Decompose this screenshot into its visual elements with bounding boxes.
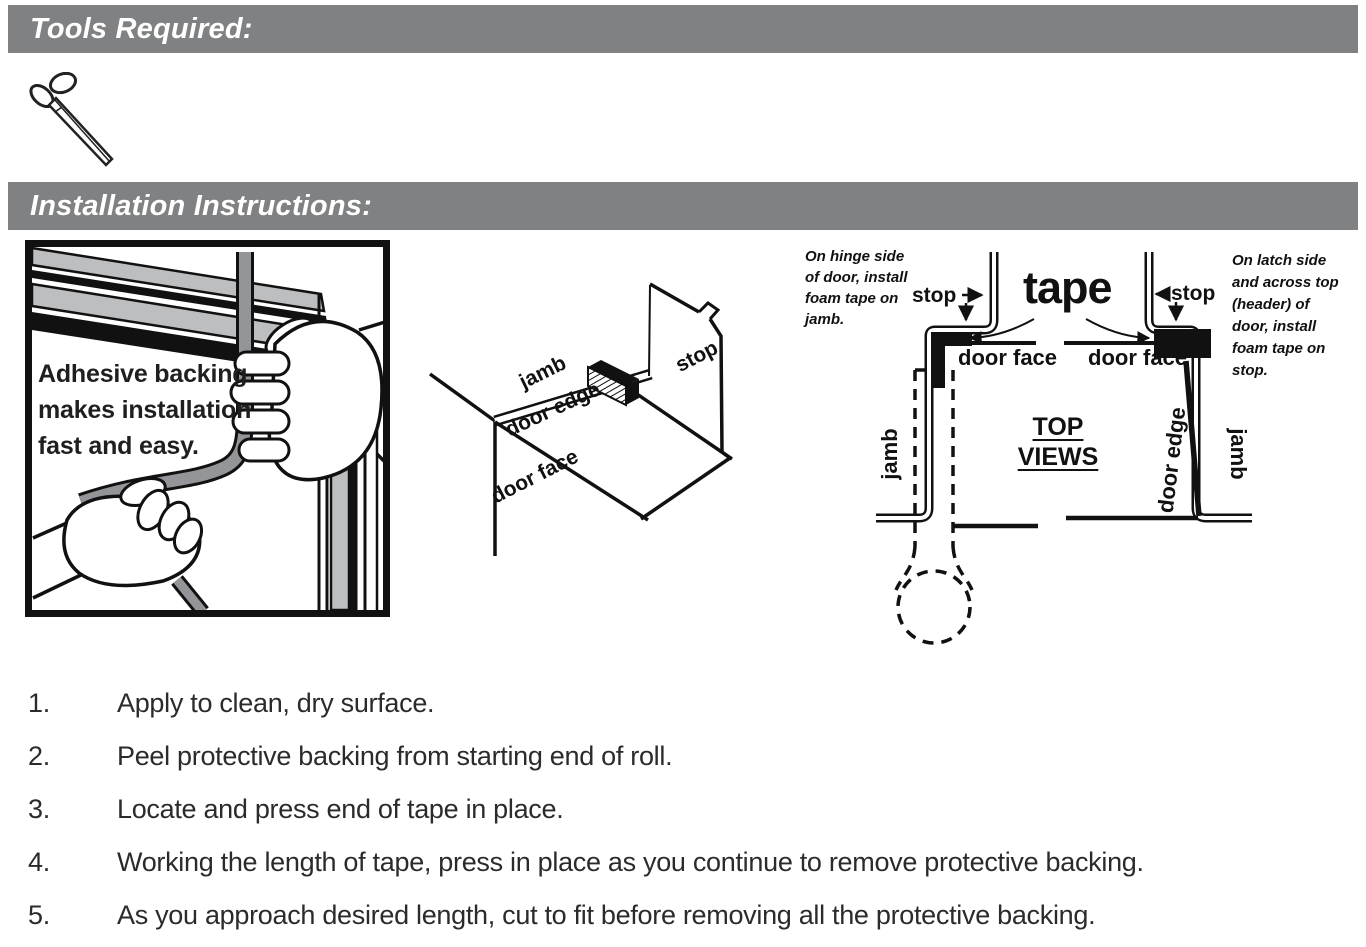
installation-instructions-title: Installation Instructions: — [30, 189, 372, 222]
step-text: Peel protective backing from starting en… — [117, 741, 673, 771]
scissors-blade — [47, 96, 114, 167]
top-views-diagram: On hinge side of door, install foam tape… — [780, 240, 1366, 652]
step-text: Working the length of tape, press in pla… — [117, 847, 1144, 877]
scissors-pivot-mark — [54, 106, 63, 113]
installation-steps-list: 1. Apply to clean, dry surface. 2. Peel … — [0, 686, 1366, 932]
step-item: 3. Locate and press end of tape in place… — [0, 792, 1366, 826]
illustration-border — [25, 240, 390, 617]
top-views-title-line2: VIEWS — [1017, 443, 1099, 471]
step-number: 3. — [28, 794, 50, 824]
top-views-drawing — [876, 252, 1252, 645]
step-item: 2. Peel protective backing from starting… — [0, 739, 1366, 773]
top-views-title-line1: TOP — [1032, 413, 1084, 441]
latch-side-note: On latch side and across top (header) of… — [1232, 252, 1339, 379]
installation-instructions-header-bar: Installation Instructions: — [8, 182, 1358, 230]
door-face-label-right: door face — [1088, 345, 1188, 370]
foam-tape-on-stop — [1154, 329, 1211, 358]
foam-tape-block — [587, 360, 639, 407]
tape-label: tape — [1023, 262, 1113, 313]
step-number: 1. — [28, 688, 50, 718]
door-face-label-left: door face — [958, 345, 1058, 370]
door-edge-drawing — [428, 282, 733, 556]
step-number: 4. — [28, 847, 50, 877]
door-edge-lines — [428, 282, 733, 556]
adhesive-backing-illustration: Adhesive backing makes installation fast… — [25, 240, 390, 617]
adhesive-backing-caption: Adhesive backing makes installation fast… — [38, 356, 251, 464]
latch-side-view — [1064, 252, 1252, 523]
frame-photo-drawing — [25, 240, 390, 617]
scissors-icon — [25, 71, 125, 182]
step-number: 5. — [28, 900, 50, 930]
step-text: As you approach desired length, cut to f… — [117, 900, 1096, 930]
tape-pointer-arrows — [968, 318, 1151, 345]
step-number: 2. — [28, 741, 50, 771]
top-views-title: TOP VIEWS — [1002, 412, 1114, 472]
hinge-side-view — [876, 252, 1038, 645]
scissors-drawing — [29, 71, 114, 167]
stop-label-right: stop — [1171, 282, 1216, 305]
step-item: 5. As you approach desired length, cut t… — [0, 898, 1366, 932]
jamb-label-right: jamb — [1226, 428, 1251, 480]
door-edge-diagram: jamb door edge stop door face — [425, 255, 765, 565]
stop-arrows-left — [957, 286, 984, 322]
scissors-blade-edge — [53, 98, 111, 163]
scissors-handle-loop — [48, 71, 78, 95]
door-edge-line — [1183, 360, 1202, 517]
upper-hand — [229, 316, 387, 482]
step-item: 1. Apply to clean, dry surface. — [0, 686, 1366, 720]
door-dashed-outline — [894, 368, 974, 645]
stop-arrows-right — [1154, 285, 1185, 322]
foam-tape-on-jamb — [931, 332, 972, 388]
tools-required-title: Tools Required: — [30, 12, 253, 45]
caption-line: Adhesive backing — [38, 360, 248, 388]
door-knob-swing-circle — [896, 569, 972, 645]
hinge-side-note: On hinge side of door, install foam tape… — [805, 248, 908, 328]
step-item: 4. Working the length of tape, press in … — [0, 845, 1366, 879]
step-text: Apply to clean, dry surface. — [117, 688, 435, 718]
tools-required-header-bar: Tools Required: — [8, 5, 1358, 53]
stop-label-left: stop — [912, 284, 957, 307]
caption-line: makes installation — [38, 396, 252, 424]
caption-line: fast and easy. — [38, 432, 199, 460]
jamb-label-left: jamb — [877, 428, 902, 480]
lower-hand — [32, 477, 209, 617]
step-text: Locate and press end of tape in place. — [117, 794, 564, 824]
